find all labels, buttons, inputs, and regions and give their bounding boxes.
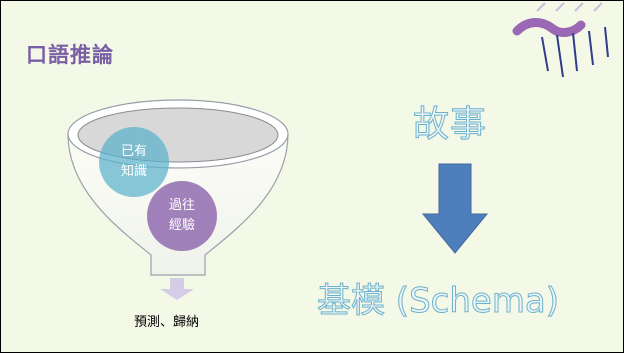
slide-title: 口語推論 xyxy=(26,43,114,67)
result-arrow-icon xyxy=(160,278,194,300)
funnel-result-label: 預測、歸納 xyxy=(134,315,200,330)
story-label: 故事 xyxy=(412,104,488,146)
schema-label: 基模 (Schema) xyxy=(316,281,560,322)
prior-knowledge-circle: 已有 知識 xyxy=(99,127,169,197)
past-experience-circle: 過往 經驗 xyxy=(147,181,217,251)
